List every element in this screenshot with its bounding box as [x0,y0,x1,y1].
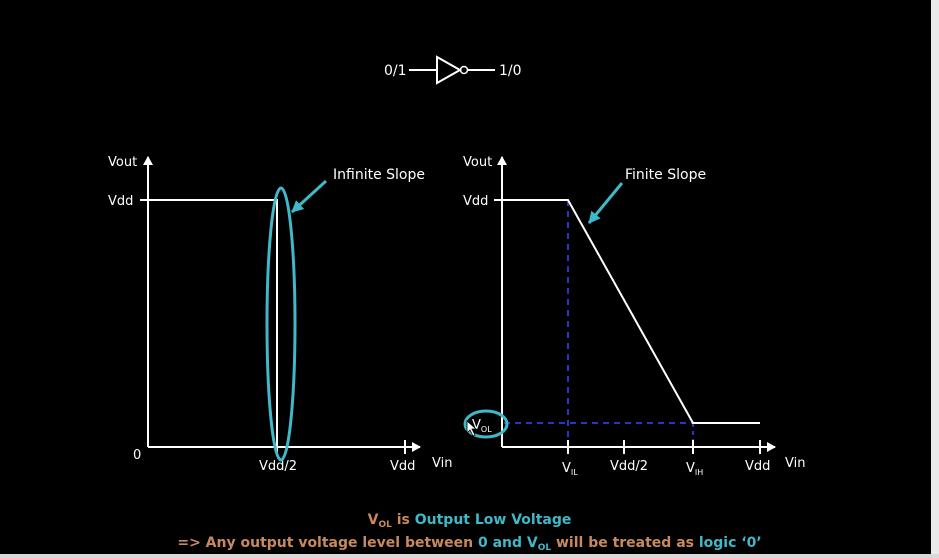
caption-line-1: VOL is Output Low Voltage [367,512,572,530]
left-end-tick-label: Vdd [390,459,415,474]
inverter-bubble [459,65,469,75]
window-edge-bottom [0,554,939,558]
caption-range: 0 and VOL [477,535,552,553]
mouse-cursor-icon [466,420,478,437]
inverter-triangle [436,55,463,85]
finite-slope-arrow [587,182,624,224]
caption-line-2: => Any output voltage level between 0 an… [177,535,762,553]
left-plot: Vout Vdd 0 Vdd/2 Vdd Vin Infinite Slope [108,155,452,474]
infinite-slope-highlight [265,186,297,462]
window-edge-right [931,0,939,558]
vil-label: VIL [562,461,578,477]
inverter-input-label: 0/1 [384,63,407,79]
right-y-axis-label: Vout [463,155,492,170]
left-vdd-tick-label: Vdd [108,194,133,209]
right-mid-tick-label: Vdd/2 [610,459,648,474]
left-x-axis-label: Vin [432,456,452,471]
caption-logic: logic ‘0’ [698,535,762,551]
left-origin-label: 0 [133,448,141,463]
vol-label: VOL [472,418,492,434]
inverter-symbol: 0/1 1/0 [384,55,522,85]
left-mid-tick-label: Vdd/2 [259,459,297,474]
vol-highlight [463,409,509,439]
right-end-tick-label: Vdd [745,459,770,474]
infinite-slope-label: Infinite Slope [333,167,425,183]
right-plot: Vout Vdd VIL Vdd/2 VIH Vdd Vin VOL [463,155,805,477]
inverter-output-label: 1/0 [499,63,522,79]
caption-vol: VOL [367,512,392,530]
finite-slope-label: Finite Slope [625,167,706,183]
vih-label: VIH [686,461,703,477]
left-transfer-curve [148,199,278,447]
left-y-axis-label: Vout [108,155,137,170]
right-transfer-curve [502,199,760,424]
caption-term: Output Low Voltage [414,512,572,528]
right-vdd-tick-label: Vdd [463,194,488,209]
right-x-axis-label: Vin [785,456,805,471]
infinite-slope-arrow [290,179,328,214]
